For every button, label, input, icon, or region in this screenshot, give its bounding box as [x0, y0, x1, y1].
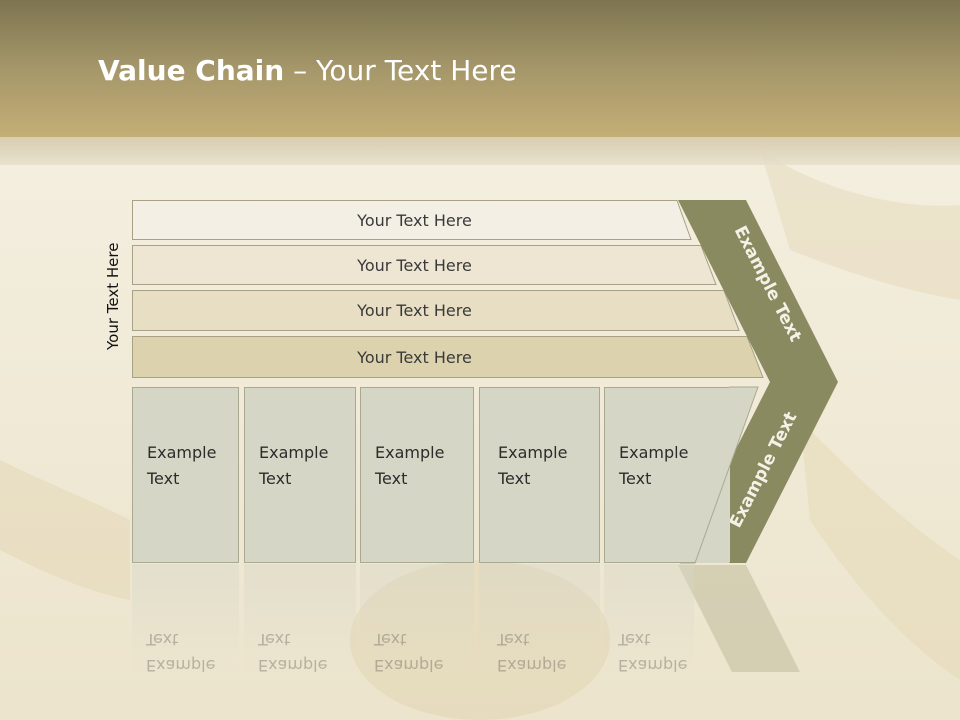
row-label-3: Your Text Here — [357, 301, 472, 320]
page-title: Value Chain – Your Text Here — [98, 54, 517, 87]
row-label-2: Your Text Here — [357, 255, 472, 275]
title-rest: – Your Text Here — [284, 54, 517, 87]
row-label-1: Your Text Here — [357, 210, 472, 230]
row-label-4: Your Text Here — [357, 347, 472, 367]
header-band — [0, 137, 960, 165]
row-bar-4: Your Text Here — [132, 336, 764, 378]
row-bar-3: Your Text Here — [132, 290, 740, 331]
title-bold: Value Chain — [98, 54, 285, 87]
side-label: Your Text Here — [104, 242, 122, 350]
row-bar-2: Your Text Here — [132, 245, 717, 285]
row-bar-1: Your Text Here — [132, 200, 692, 240]
header-bar — [0, 0, 960, 137]
